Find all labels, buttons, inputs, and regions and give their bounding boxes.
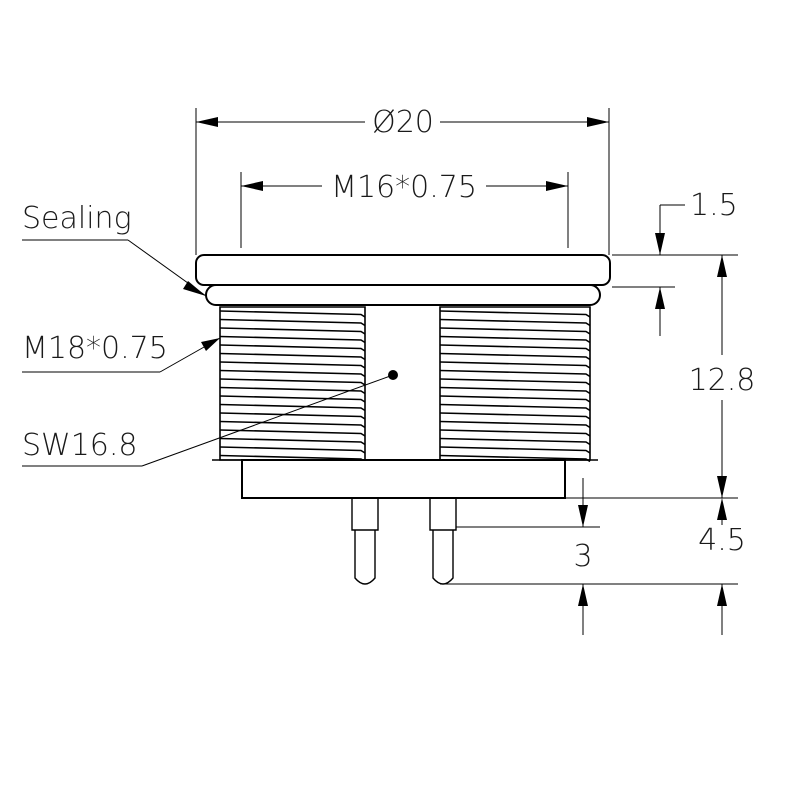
thread-tooth: [439, 429, 591, 437]
leader-outer-thread: M18*0.75: [22, 331, 221, 373]
thread-tooth: [219, 318, 366, 327]
sealing-label: Sealing: [22, 201, 132, 236]
pin-left: [351, 498, 379, 585]
flange: [195, 254, 611, 286]
thread-tooth: [219, 335, 366, 344]
thread-tooth: [219, 429, 366, 437]
body-height-text: 12.8: [689, 363, 756, 398]
thread-tooth: [439, 378, 591, 386]
thread-tooth: [439, 420, 591, 429]
thread-tooth: [439, 344, 591, 352]
thread-tooth: [219, 446, 366, 454]
outer-diameter-text: Ø20: [372, 105, 434, 140]
leader-wrench: SW16.8: [22, 374, 394, 467]
thread-tooth: [219, 378, 366, 386]
thread-tooth: [439, 403, 591, 412]
thread-tooth: [439, 318, 591, 327]
thread-tooth: [439, 352, 591, 361]
thread-tooth: [439, 386, 591, 395]
dim-flange-thickness: 1.5: [612, 188, 738, 336]
thread-tooth: [439, 446, 591, 454]
thread-tooth: [219, 412, 366, 420]
thread-tooth: [219, 361, 366, 369]
thread-tooth: [219, 310, 366, 318]
thread-left: [219, 306, 366, 463]
thread-tooth: [219, 327, 366, 335]
thread-tooth: [219, 369, 366, 378]
thread-tooth: [439, 327, 591, 335]
pin-tip-text: 3: [573, 539, 592, 574]
thread-tooth: [219, 386, 366, 395]
dim-pin-total: 4.5: [440, 498, 746, 635]
dim-outer-diameter: Ø20: [195, 105, 610, 255]
dim-body-height: 12.8: [565, 254, 756, 499]
base: [241, 459, 566, 499]
thread-tooth: [439, 335, 591, 344]
thread-tooth: [439, 412, 591, 420]
thread-tooth: [219, 395, 366, 403]
wrench-label: SW16.8: [22, 428, 138, 463]
thread-tooth: [439, 395, 591, 403]
thread-tooth: [219, 352, 366, 361]
thread-tooth: [219, 403, 366, 412]
leader-sealing: Sealing: [22, 201, 207, 297]
dim-pin-tip: 3: [456, 478, 600, 635]
inner-thread-text: M16*0.75: [331, 170, 477, 205]
pin-total-text: 4.5: [698, 523, 746, 558]
thread-right: [439, 306, 591, 463]
flange-thickness-text: 1.5: [690, 188, 738, 223]
thread-tooth: [219, 344, 366, 352]
sealing-ring: [205, 284, 601, 306]
dim-inner-thread: M16*0.75: [240, 170, 569, 248]
thread-tooth: [219, 437, 366, 446]
thread-tooth: [439, 437, 591, 446]
outer-thread-label: M18*0.75: [22, 331, 168, 366]
thread-tooth: [439, 310, 591, 318]
pin-right: [429, 498, 457, 585]
thread-tooth: [439, 361, 591, 369]
thread-tooth: [439, 369, 591, 378]
thread-tooth: [219, 420, 366, 429]
